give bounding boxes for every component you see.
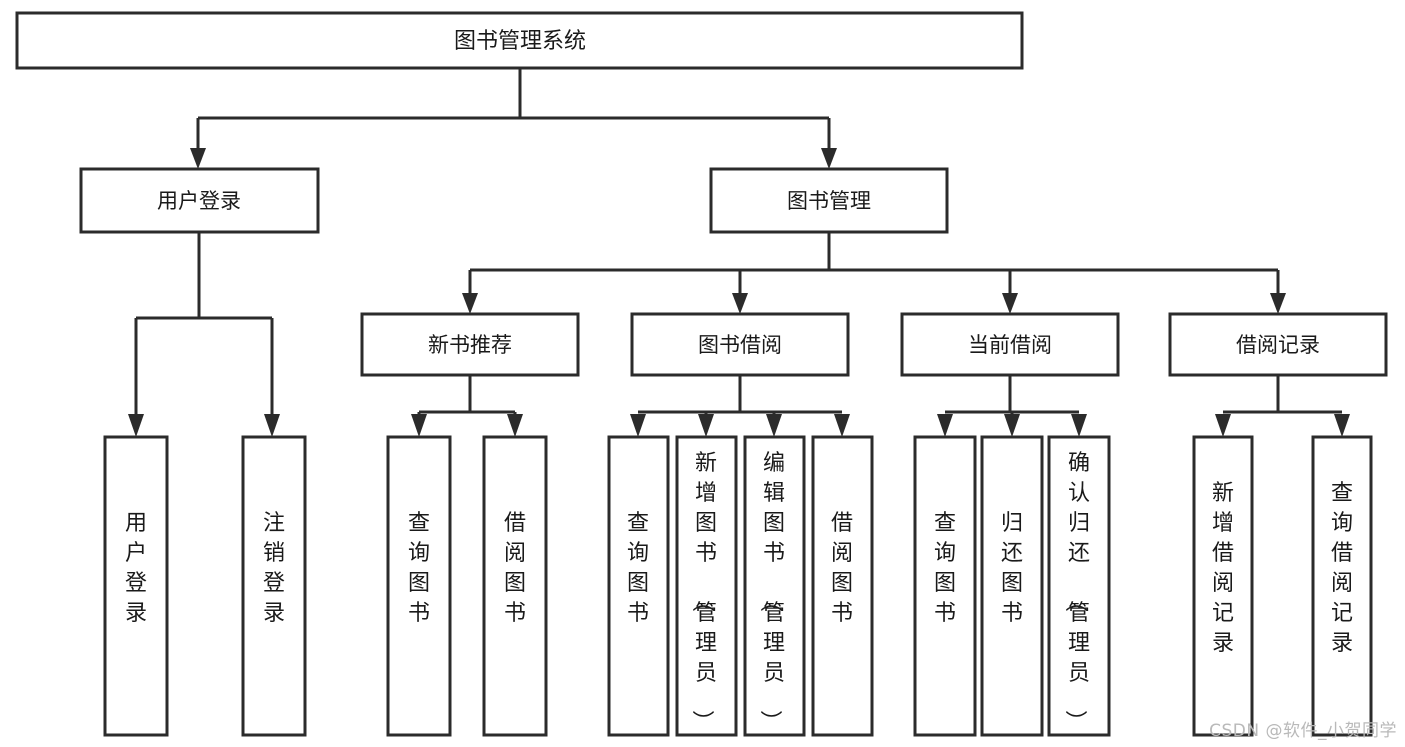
leaf-query-book-borrow-label: 查询图书 [627,511,649,626]
node-borrow-record-label: 借阅记录 [1236,333,1320,357]
leaf-query-borrow-record-label: 查询借阅记录 [1331,481,1353,656]
arrow-leaf-confirm-return [1071,414,1087,437]
leaf-user-login-box[interactable] [103,435,169,737]
leaf-edit-book[interactable]: 编辑图书（管理员） [743,435,806,737]
node-user-login-label: 用户登录 [157,189,241,213]
leaf-query-book-rec-label: 查询图书 [408,511,430,626]
leaf-query-book-rec[interactable]: 查询图书 [386,435,452,737]
node-root-label: 图书管理系统 [454,29,586,54]
node-book-management[interactable]: 图书管理 [709,167,949,234]
leaf-user-login-label: 用户登录 [125,511,147,626]
arrow-leaf-add-book [698,414,714,437]
arrow-leaf-edit-book [766,414,782,437]
leaf-add-borrow-record-box[interactable] [1192,435,1254,737]
node-new-book-recommend-label: 新书推荐 [428,333,512,357]
arrow-leaf-query-record [1334,414,1350,437]
leaf-query-book-current-label: 查询图书 [934,511,956,626]
arrow-leaf-add-record [1215,414,1231,437]
leaf-query-book-rec-box[interactable] [386,435,452,737]
node-book-borrow-box[interactable] [630,312,850,377]
leaf-return-book-label: 归还图书 [1001,511,1023,626]
arrow-leaf-borrow-book-a [507,414,523,437]
leaf-query-book-borrow-box[interactable] [607,435,670,737]
leaf-borrow-book-rec[interactable]: 借阅图书 [482,435,548,737]
node-user-login-box[interactable] [79,167,320,234]
node-book-management-label: 图书管理 [787,189,871,213]
leaf-logout[interactable]: 注销登录 [241,435,307,737]
leaf-user-login[interactable]: 用户登录 [103,435,169,737]
node-book-borrow[interactable]: 图书借阅 [630,312,850,377]
leaf-borrow-book-rec-label: 借阅图书 [504,511,526,626]
leaf-borrow-book[interactable]: 借阅图书 [811,435,874,737]
arrow-leaf-return-book [1004,414,1020,437]
arrow-leaf-borrow-book-b [834,414,850,437]
leaf-add-borrow-record[interactable]: 新增借阅记录 [1192,435,1254,737]
node-root[interactable]: 图书管理系统 [15,11,1024,70]
leaf-borrow-book-label: 借阅图书 [831,511,853,626]
node-new-book-recommend-box[interactable] [360,312,580,377]
leaf-confirm-return-label: 确认归还（管理员） [1062,451,1090,732]
arrow-leaf-logout [264,414,280,437]
node-user-login[interactable]: 用户登录 [79,167,320,234]
leaf-borrow-book-box[interactable] [811,435,874,737]
leaf-add-book-box[interactable] [675,435,738,737]
leaf-query-book-current-box[interactable] [913,435,977,737]
leaf-add-borrow-record-label: 新增借阅记录 [1212,481,1234,656]
node-book-borrow-label: 图书借阅 [698,333,782,357]
leaf-query-book-borrow[interactable]: 查询图书 [607,435,670,737]
node-current-borrow-label: 当前借阅 [968,333,1052,357]
arrow-leaf-user-login [128,414,144,437]
arrow-to-book-borrow [732,293,748,314]
leaf-logout-label: 注销登录 [263,511,285,626]
node-current-borrow[interactable]: 当前借阅 [900,312,1120,377]
leaf-return-book[interactable]: 归还图书 [980,435,1044,737]
node-book-management-box[interactable] [709,167,949,234]
leaf-edit-book-label: 编辑图书（管理员） [757,451,785,732]
node-root-box[interactable] [15,11,1024,70]
leaf-add-book-label: 新增图书（管理员） [689,451,717,732]
arrow-leaf-query-book-a [411,414,427,437]
node-borrow-record[interactable]: 借阅记录 [1168,312,1388,377]
connector-layer [128,68,1350,437]
arrow-to-book-mgmt [821,148,837,169]
leaf-add-book[interactable]: 新增图书（管理员） [675,435,738,737]
leaf-borrow-book-rec-box[interactable] [482,435,548,737]
leaf-query-book-current[interactable]: 查询图书 [913,435,977,737]
leaf-return-book-box[interactable] [980,435,1044,737]
leaf-confirm-return[interactable]: 确认归还（管理员） [1047,435,1111,737]
arrow-leaf-query-book-b [630,414,646,437]
leaf-query-borrow-record-box[interactable] [1311,435,1373,737]
leaf-logout-box[interactable] [241,435,307,737]
arrow-to-borrow-record [1270,293,1286,314]
arrow-leaf-query-book-c [937,414,953,437]
leaf-confirm-return-box[interactable] [1047,435,1111,737]
arrow-to-user-login [190,148,206,169]
leaf-edit-book-box[interactable] [743,435,806,737]
node-new-book-recommend[interactable]: 新书推荐 [360,312,580,377]
node-current-borrow-box[interactable] [900,312,1120,377]
arrow-to-new-book-rec [462,293,478,314]
leaf-query-borrow-record[interactable]: 查询借阅记录 [1311,435,1373,737]
node-borrow-record-box[interactable] [1168,312,1388,377]
arrow-to-current-borrow [1002,293,1018,314]
